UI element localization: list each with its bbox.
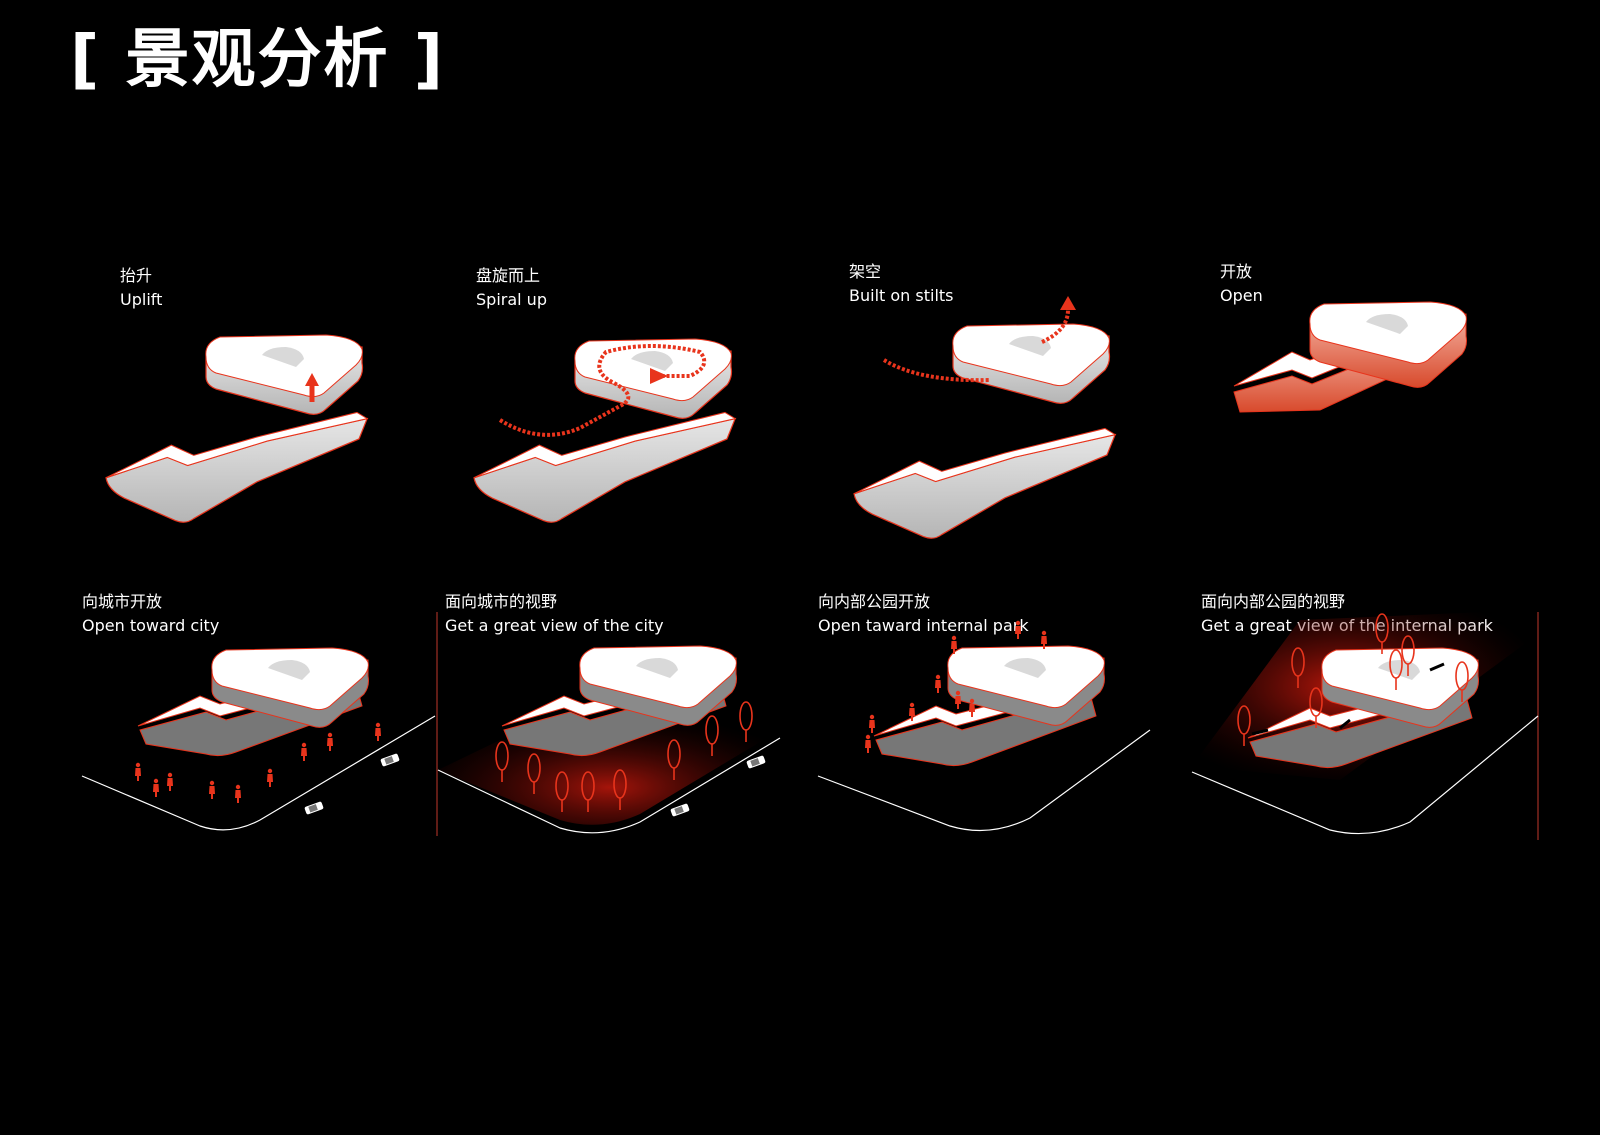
caption-en: Spiral up bbox=[476, 290, 547, 309]
caption-open-city: 向城市开放 Open toward city bbox=[82, 590, 219, 638]
caption-en: Open bbox=[1220, 286, 1263, 305]
car-icon bbox=[304, 801, 324, 815]
open-park-diagram bbox=[817, 620, 1151, 832]
caption-uplift: 抬升 Uplift bbox=[120, 264, 162, 312]
arrow-icon bbox=[1251, 728, 1269, 736]
arrow-up-icon bbox=[305, 373, 319, 386]
open-diagram bbox=[1233, 301, 1467, 413]
stilts-diagram bbox=[853, 296, 1116, 539]
arrow-up-icon bbox=[1060, 296, 1076, 310]
caption-zh: 面向内部公园的视野 bbox=[1201, 592, 1346, 611]
caption-spiral-up: 盘旋而上 Spiral up bbox=[476, 264, 547, 312]
open-city-diagram bbox=[81, 647, 436, 831]
caption-stilts: 架空 Built on stilts bbox=[849, 260, 954, 308]
caption-en: Open toward city bbox=[82, 616, 220, 635]
caption-open: 开放 Open bbox=[1220, 260, 1263, 308]
spiral-diagram bbox=[473, 338, 736, 523]
caption-zh: 面向城市的视野 bbox=[445, 592, 558, 611]
arrow-right-icon bbox=[650, 368, 668, 384]
caption-en: Open taward internal park bbox=[818, 616, 1029, 635]
caption-en: Built on stilts bbox=[849, 286, 954, 305]
caption-zh: 抬升 bbox=[120, 266, 153, 285]
caption-open-park: 向内部公园开放 Open taward internal park bbox=[818, 590, 1029, 638]
car-icon bbox=[380, 753, 400, 767]
view-park-diagram bbox=[1191, 610, 1539, 840]
car-icon bbox=[670, 803, 690, 817]
view-city-diagram bbox=[436, 612, 781, 836]
arrow-icon bbox=[1429, 662, 1445, 672]
caption-zh: 向城市开放 bbox=[82, 592, 163, 611]
caption-view-city: 面向城市的视野 Get a great view of the city bbox=[445, 590, 664, 638]
caption-zh: 盘旋而上 bbox=[476, 266, 541, 285]
caption-en: Uplift bbox=[120, 290, 163, 309]
caption-zh: 向内部公园开放 bbox=[818, 592, 931, 611]
uplift-diagram bbox=[105, 334, 368, 523]
arrow-icon bbox=[1339, 718, 1351, 730]
caption-zh: 开放 bbox=[1220, 262, 1253, 281]
caption-zh: 架空 bbox=[849, 262, 882, 281]
caption-en: Get a great view of the city bbox=[445, 616, 664, 635]
page-title: [ 景观分析 ] bbox=[70, 23, 446, 97]
